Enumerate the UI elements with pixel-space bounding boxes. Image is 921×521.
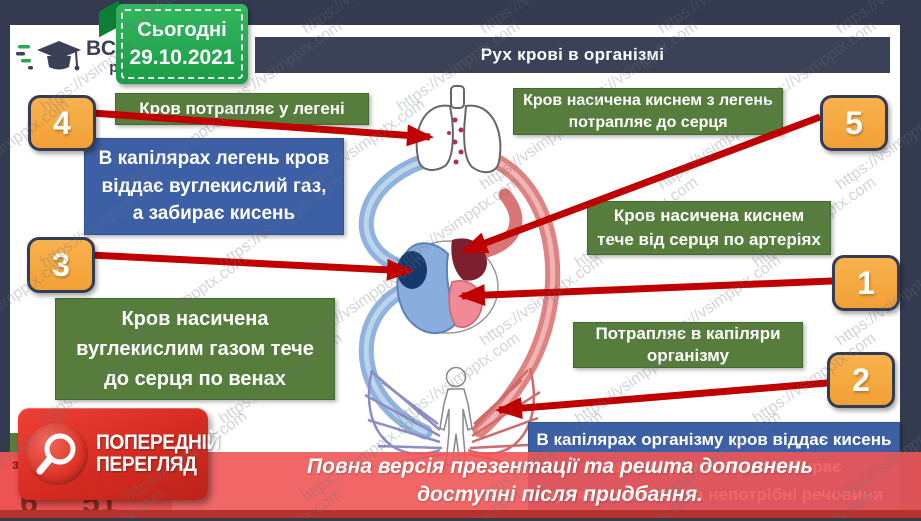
date-badge-date: 29.10.2021 [129,45,235,69]
step-badge-1: 1 [832,255,900,311]
slide-title-bar: Рух крові в організмі [255,37,890,73]
box-body-capillaries: Потрапляє в капіляри організму [573,322,803,368]
date-badge: Сьогодні 29.10.2021 [116,4,248,84]
box-veins: Кров насичена вуглекислим газом тече до … [55,298,335,400]
preview-badge-line2: ПЕРЕГЛЯД [96,453,197,476]
box-oxygen-to-heart: Кров насичена киснем з легень потрапляє … [513,88,783,135]
preview-badge-circle [26,423,88,485]
preview-badge-line1: ПОПЕРЕДНІЙ [96,430,220,454]
date-badge-label: Сьогодні [137,18,227,41]
step-badge-5: 5 [820,95,888,151]
slide-title: Рух крові в організмі [480,45,665,64]
box-arteries: Кров насичена киснем тече від серця по а… [587,201,831,255]
graduation-cap-icon [16,41,81,71]
purchase-banner-text: Повна версія презентації та решта доповн… [307,454,813,506]
box-blood-to-lungs: Кров потрапляє у легені [115,93,369,125]
magnifier-icon [36,433,76,475]
banner-bottom-strip [0,510,921,518]
step-badge-2: 2 [827,352,895,408]
preview-badge: ПОПЕРЕДНІЙ ПЕРЕГЛЯД [18,408,220,500]
box-lung-capillaries: В капілярах легень кров віддає вуглекисл… [84,138,344,235]
step-badge-3: 3 [27,237,95,293]
covered-red-text: з [12,456,19,472]
step-badge-4: 4 [28,95,96,151]
